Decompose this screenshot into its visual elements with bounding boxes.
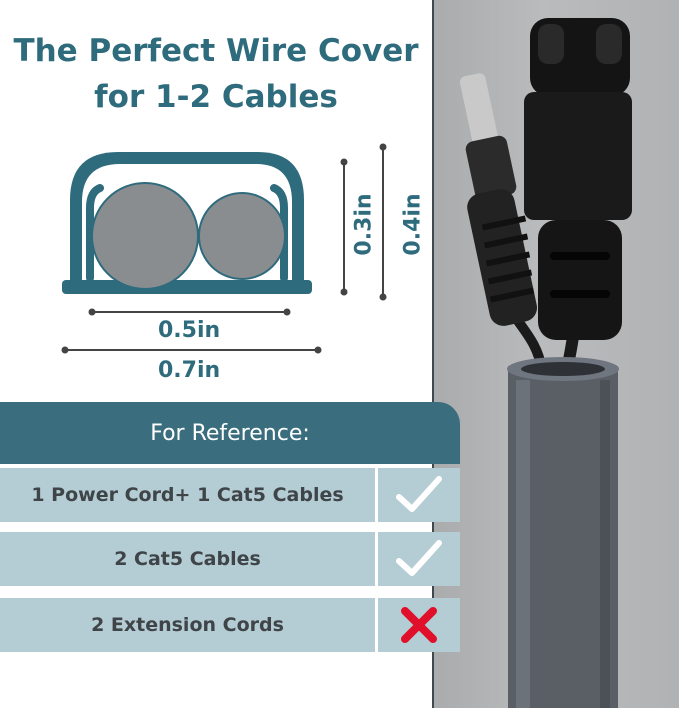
cable-circle-small-icon: [198, 192, 286, 280]
reference-row-label: 2 Cat5 Cables: [0, 532, 375, 586]
wire-cover-icon: [507, 357, 619, 708]
cable-cover-photo: [459, 18, 632, 708]
check-icon: [378, 532, 460, 586]
cross-section-diagram: [61, 143, 387, 354]
reference-row-label: 2 Extension Cords: [0, 598, 375, 652]
height-outer-label: 0.4in: [400, 193, 426, 256]
power-connector-icon: [524, 18, 632, 340]
reference-header: For Reference:: [0, 402, 460, 464]
page-title: The Perfect Wire Cover for 1-2 Cables: [0, 28, 432, 120]
width-inner-label: 0.5in: [158, 318, 221, 343]
diagram-panel: [0, 0, 432, 708]
dc-plug-icon: [459, 73, 538, 326]
title-line-1: The Perfect Wire Cover: [13, 33, 419, 69]
title-line-2: for 1-2 Cables: [94, 79, 338, 115]
panel-divider: [432, 0, 434, 708]
width-outer-label: 0.7in: [158, 358, 221, 383]
reference-row-label: 1 Power Cord+ 1 Cat5 Cables: [0, 468, 375, 522]
x-icon: [378, 598, 460, 652]
product-photo: [432, 0, 679, 708]
check-icon: [378, 468, 460, 522]
height-inner-label: 0.3in: [351, 193, 377, 256]
cable-circle-large-icon: [91, 182, 199, 290]
reference-table: For Reference: 1 Power Cord+ 1 Cat5 Cabl…: [0, 402, 460, 652]
